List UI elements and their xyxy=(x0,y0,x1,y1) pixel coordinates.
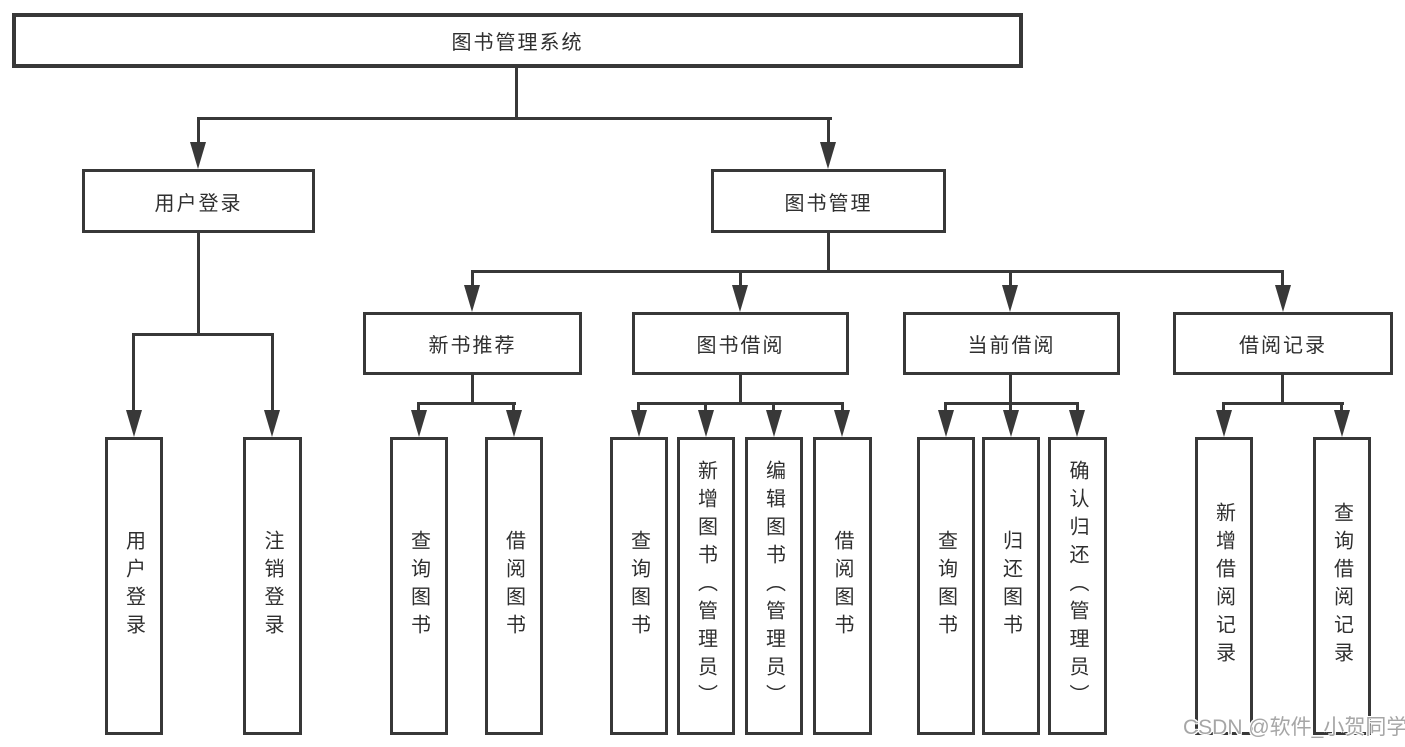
connector-level1-bus xyxy=(197,117,832,120)
node-current-borrow: 当前借阅 xyxy=(903,312,1120,375)
node-new-book-recommend-label: 新书推荐 xyxy=(428,335,517,357)
arrowhead-down-icon xyxy=(464,285,480,312)
leaf-nb-query-books: 查询图书 xyxy=(390,437,448,735)
leaf-br-add-record: 新增借阅记录 xyxy=(1195,437,1253,735)
node-library-system-label: 图书管理系统 xyxy=(451,32,584,54)
arrowhead-down-icon xyxy=(190,142,206,169)
leaf-logout: 注销登录 xyxy=(243,437,302,735)
leaf-br-query-record-label: 查询借阅记录 xyxy=(1330,502,1353,670)
connector-drop-book-management xyxy=(827,117,830,145)
arrowhead-down-icon xyxy=(820,142,836,169)
node-library-system: 图书管理系统 xyxy=(12,13,1023,68)
leaf-bb-edit-books-admin-label: 编辑图书（管理员） xyxy=(762,460,785,712)
arrowhead-down-icon xyxy=(938,410,954,437)
leaf-bb-query-books-label: 查询图书 xyxy=(627,530,650,642)
connector-borrow-records-stem xyxy=(1281,375,1284,405)
leaf-nb-borrow-books-label: 借阅图书 xyxy=(502,530,525,642)
leaf-bb-add-books-admin-label: 新增图书（管理员） xyxy=(694,460,717,712)
connector-drop-leaf xyxy=(1340,402,1343,413)
connector-drop-leaf xyxy=(772,402,775,413)
connector-drop-leaf xyxy=(1076,402,1079,413)
arrowhead-down-icon xyxy=(506,410,522,437)
arrowhead-down-icon xyxy=(1002,285,1018,312)
leaf-bb-edit-books-admin: 编辑图书（管理员） xyxy=(745,437,803,735)
node-user-login-label: 用户登录 xyxy=(154,192,243,215)
connector-drop-user-login xyxy=(197,117,200,145)
leaf-cb-confirm-return-admin-label: 确认归还（管理员） xyxy=(1066,460,1088,712)
connector-drop-leaf xyxy=(841,402,844,413)
connector-book-borrow-bus xyxy=(637,402,844,405)
leaf-bb-add-books-admin: 新增图书（管理员） xyxy=(677,437,735,735)
arrowhead-down-icon xyxy=(834,410,850,437)
connector-drop-logout-leaf xyxy=(271,333,274,413)
arrowhead-down-icon xyxy=(1003,410,1019,437)
arrowhead-down-icon xyxy=(732,285,748,312)
node-book-borrow-label: 图书借阅 xyxy=(696,335,785,357)
watermark: CSDN @软件_小贺同学 xyxy=(1183,716,1405,739)
connector-root-stem xyxy=(515,68,518,120)
leaf-cb-query-books-label: 查询图书 xyxy=(934,530,957,642)
leaf-user-login-label: 用户登录 xyxy=(122,530,145,642)
connector-drop-leaf xyxy=(417,402,420,413)
connector-drop-new-books xyxy=(471,270,474,288)
leaf-br-add-record-label: 新增借阅记录 xyxy=(1212,502,1235,670)
arrowhead-down-icon xyxy=(411,410,427,437)
leaf-nb-query-books-label: 查询图书 xyxy=(407,530,430,642)
leaf-logout-label: 注销登录 xyxy=(261,530,283,642)
connector-drop-borrow-records xyxy=(1281,270,1284,288)
connector-drop-leaf xyxy=(512,402,515,413)
connector-current-borrow-stem xyxy=(1009,375,1012,405)
connector-drop-login-leaf xyxy=(132,333,135,413)
leaf-user-login: 用户登录 xyxy=(105,437,163,735)
node-borrow-records-label: 借阅记录 xyxy=(1239,335,1327,357)
arrowhead-down-icon xyxy=(264,410,280,437)
arrowhead-down-icon xyxy=(1275,285,1291,312)
connector-book-borrow-stem xyxy=(739,375,742,405)
connector-drop-leaf xyxy=(944,402,947,413)
leaf-cb-confirm-return-admin: 确认归还（管理员） xyxy=(1048,437,1107,735)
connector-new-books-stem xyxy=(471,375,474,405)
arrowhead-down-icon xyxy=(698,410,714,437)
arrowhead-down-icon xyxy=(766,410,782,437)
leaf-nb-borrow-books: 借阅图书 xyxy=(485,437,543,735)
leaf-br-query-record: 查询借阅记录 xyxy=(1313,437,1371,735)
arrowhead-down-icon xyxy=(1216,410,1232,437)
node-current-borrow-label: 当前借阅 xyxy=(967,335,1056,357)
arrowhead-down-icon xyxy=(1334,410,1350,437)
node-borrow-records: 借阅记录 xyxy=(1173,312,1393,375)
arrowhead-down-icon xyxy=(1069,410,1085,437)
leaf-cb-return-books-label: 归还图书 xyxy=(999,530,1022,642)
arrowhead-down-icon xyxy=(126,410,142,437)
connector-level3-bus xyxy=(471,270,1284,273)
leaf-bb-borrow-books-label: 借阅图书 xyxy=(831,530,853,642)
arrowhead-down-icon xyxy=(631,410,647,437)
node-book-borrow: 图书借阅 xyxy=(632,312,849,375)
node-book-management-label: 图书管理 xyxy=(784,192,873,215)
connector-user-login-stem xyxy=(197,233,200,336)
connector-borrow-records-bus xyxy=(1222,402,1344,405)
leaf-bb-query-books: 查询图书 xyxy=(610,437,668,735)
connector-drop-current-borrow xyxy=(1009,270,1012,288)
node-user-login: 用户登录 xyxy=(82,169,315,233)
connector-drop-leaf xyxy=(1009,402,1012,413)
leaf-cb-query-books: 查询图书 xyxy=(917,437,975,735)
connector-drop-leaf xyxy=(1222,402,1225,413)
leaf-cb-return-books: 归还图书 xyxy=(982,437,1040,735)
connector-user-login-bus xyxy=(132,333,274,336)
connector-new-books-bus xyxy=(417,402,516,405)
connector-drop-book-borrow xyxy=(739,270,742,288)
node-book-management: 图书管理 xyxy=(711,169,946,233)
leaf-bb-borrow-books: 借阅图书 xyxy=(813,437,872,735)
node-new-book-recommend: 新书推荐 xyxy=(363,312,582,375)
connector-book-management-stem xyxy=(827,233,830,273)
connector-drop-leaf xyxy=(637,402,640,413)
connector-drop-leaf xyxy=(704,402,707,413)
